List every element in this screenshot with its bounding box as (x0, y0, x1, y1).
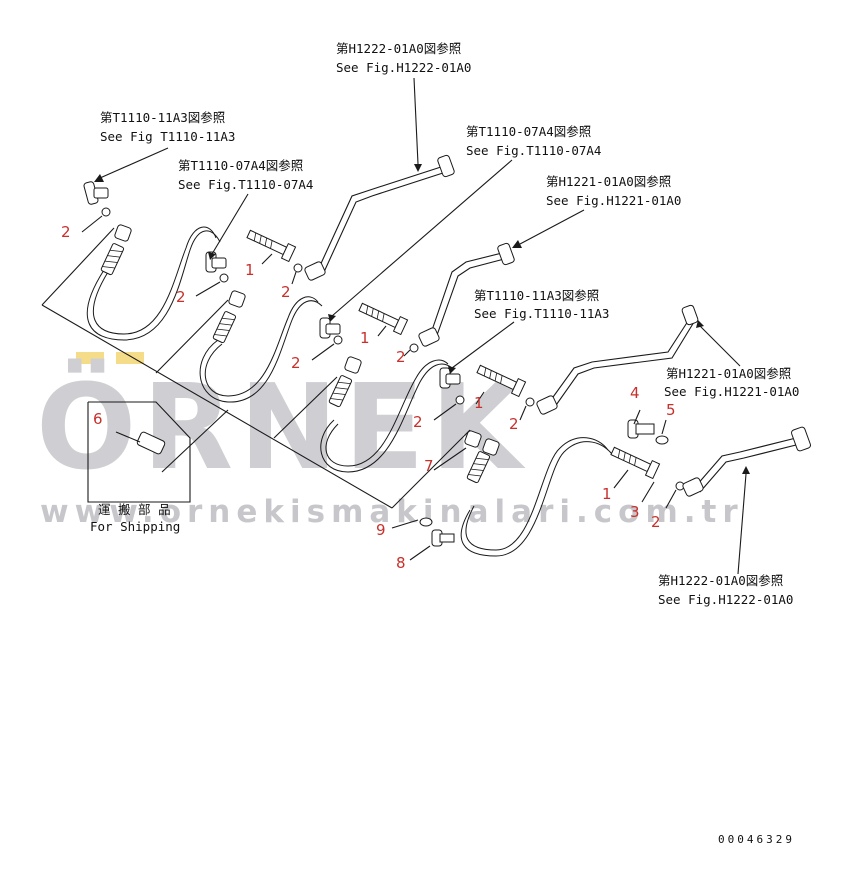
callout-1: 1 (474, 394, 484, 412)
callout-9: 9 (376, 521, 386, 539)
clamp-bolts (246, 229, 661, 480)
hose-3 (320, 363, 453, 473)
callout-5: 5 (666, 401, 676, 419)
ref-h1222-bottom-en: See Fig.H1222-01A0 (658, 592, 793, 607)
ref-h1221-right-en: See Fig.H1221-01A0 (664, 384, 799, 399)
callout-2: 2 (281, 283, 291, 301)
reference-labels: 第H1222-01A0図参照 See Fig.H1222-01A0 第T1110… (90, 41, 799, 607)
ref-h1222-top-en: See Fig.H1222-01A0 (336, 60, 471, 75)
callout-2: 2 (413, 413, 423, 431)
callout-2: 2 (61, 223, 71, 241)
ref-t1110-07a4-right-en: See Fig.T1110-07A4 (466, 143, 601, 158)
callout-2: 2 (396, 348, 406, 366)
callout-6: 6 (93, 410, 103, 428)
ref-h1221-top-en: See Fig.H1221-01A0 (546, 193, 681, 208)
ref-t1110-07a4-left-jp: 第T1110-07A4図参照 (178, 158, 303, 173)
hose-2 (199, 300, 323, 403)
shipping-clamp-part (136, 431, 166, 455)
callout-numbers: 2 2 1 2 2 1 2 2 1 2 4 5 6 7 1 3 2 9 8 (61, 223, 676, 572)
callout-2: 2 (291, 354, 301, 372)
ref-t1110-11a3-left-jp: 第T1110-11A3図参照 (100, 110, 225, 125)
watermark-url: www.ornekismakinalari.com.tr (40, 494, 744, 530)
hose-fittings (100, 224, 500, 484)
ref-h1221-right-jp: 第H1221-01A0図参照 (666, 366, 791, 381)
ref-h1222-bottom-jp: 第H1222-01A0図参照 (658, 573, 783, 588)
hoses (86, 226, 613, 557)
figure-code: 00046329 (718, 833, 795, 846)
callout-4: 4 (630, 384, 640, 402)
callout-8: 8 (396, 554, 406, 572)
ref-h1221-top-jp: 第H1221-01A0図参照 (546, 174, 671, 189)
callout-1: 1 (602, 485, 612, 503)
hose-4 (460, 441, 613, 557)
ref-t1110-07a4-left-en: See Fig.T1110-07A4 (178, 177, 313, 192)
callout-2: 2 (509, 415, 519, 433)
watermark-umlaut-left (76, 352, 104, 364)
ref-h1222-top-jp: 第H1222-01A0図参照 (336, 41, 461, 56)
tubes (304, 154, 811, 497)
ref-t1110-11a3-left-en: See Fig T1110-11A3 (100, 129, 235, 144)
o-rings (101, 207, 685, 491)
watermark-umlaut-right (116, 352, 144, 364)
shipping-label-en: For Shipping (90, 519, 180, 534)
ref-t1110-07a4-right-jp: 第T1110-07A4図参照 (466, 124, 591, 139)
callout-3: 3 (630, 503, 640, 521)
leader-lines (81, 77, 750, 575)
callout-2: 2 (176, 288, 186, 306)
shipping-label-jp: 運 搬 部 品 (98, 502, 171, 517)
shipping-box (87, 401, 191, 503)
hose-1 (86, 230, 221, 341)
callout-2: 2 (651, 513, 661, 531)
callout-1: 1 (245, 261, 255, 279)
ref-t1110-11a3-center-en: See Fig.T1110-11A3 (474, 306, 609, 321)
callout-1: 1 (360, 329, 370, 347)
fasteners (419, 419, 669, 547)
elbow-fittings (83, 181, 461, 389)
ref-t1110-11a3-center-jp: 第T1110-11A3図参照 (474, 288, 599, 303)
callout-7: 7 (424, 457, 434, 475)
assembly-guide-lines (41, 227, 471, 509)
